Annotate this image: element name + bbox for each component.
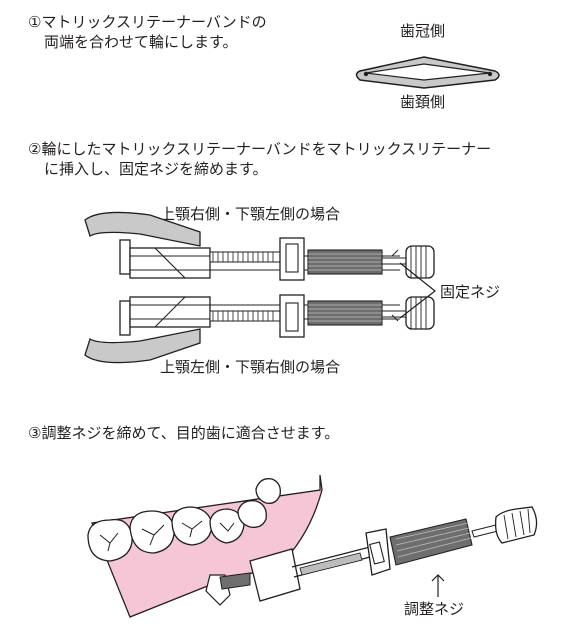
retainer-lower-illustration (84, 294, 435, 364)
fixing-screw-label: 固定ネジ (440, 283, 501, 301)
dental-arch-illustration (87, 474, 538, 618)
step1-text-line2: 両端を合わせて輪にします。 (44, 33, 238, 51)
upper-case-label: 上顎右側・下顎左側の場合 (160, 205, 341, 223)
step3-text-line1: ③調整ネジを締めて、目的歯に適合させます。 (28, 424, 340, 442)
adjust-screw-label: 調整ネジ (404, 600, 465, 618)
retainer-upper-illustration (84, 211, 435, 281)
fixing-screw-pointer (399, 262, 436, 319)
step1-text-line1: ①マトリックスリテーナーバンドの (28, 13, 267, 31)
step2-text-line2: に挿入し、固定ネジを締めます。 (44, 160, 268, 178)
step2-text-line1: ②輪にしたマトリックスリテーナーバンドをマトリックスリテーナー (28, 140, 492, 158)
neck-side-label: 歯頚側 (400, 93, 446, 111)
lower-case-label: 上顎左側・下顎右側の場合 (160, 358, 341, 376)
matrix-band-ring (355, 56, 500, 89)
crown-side-label: 歯冠側 (400, 22, 446, 40)
